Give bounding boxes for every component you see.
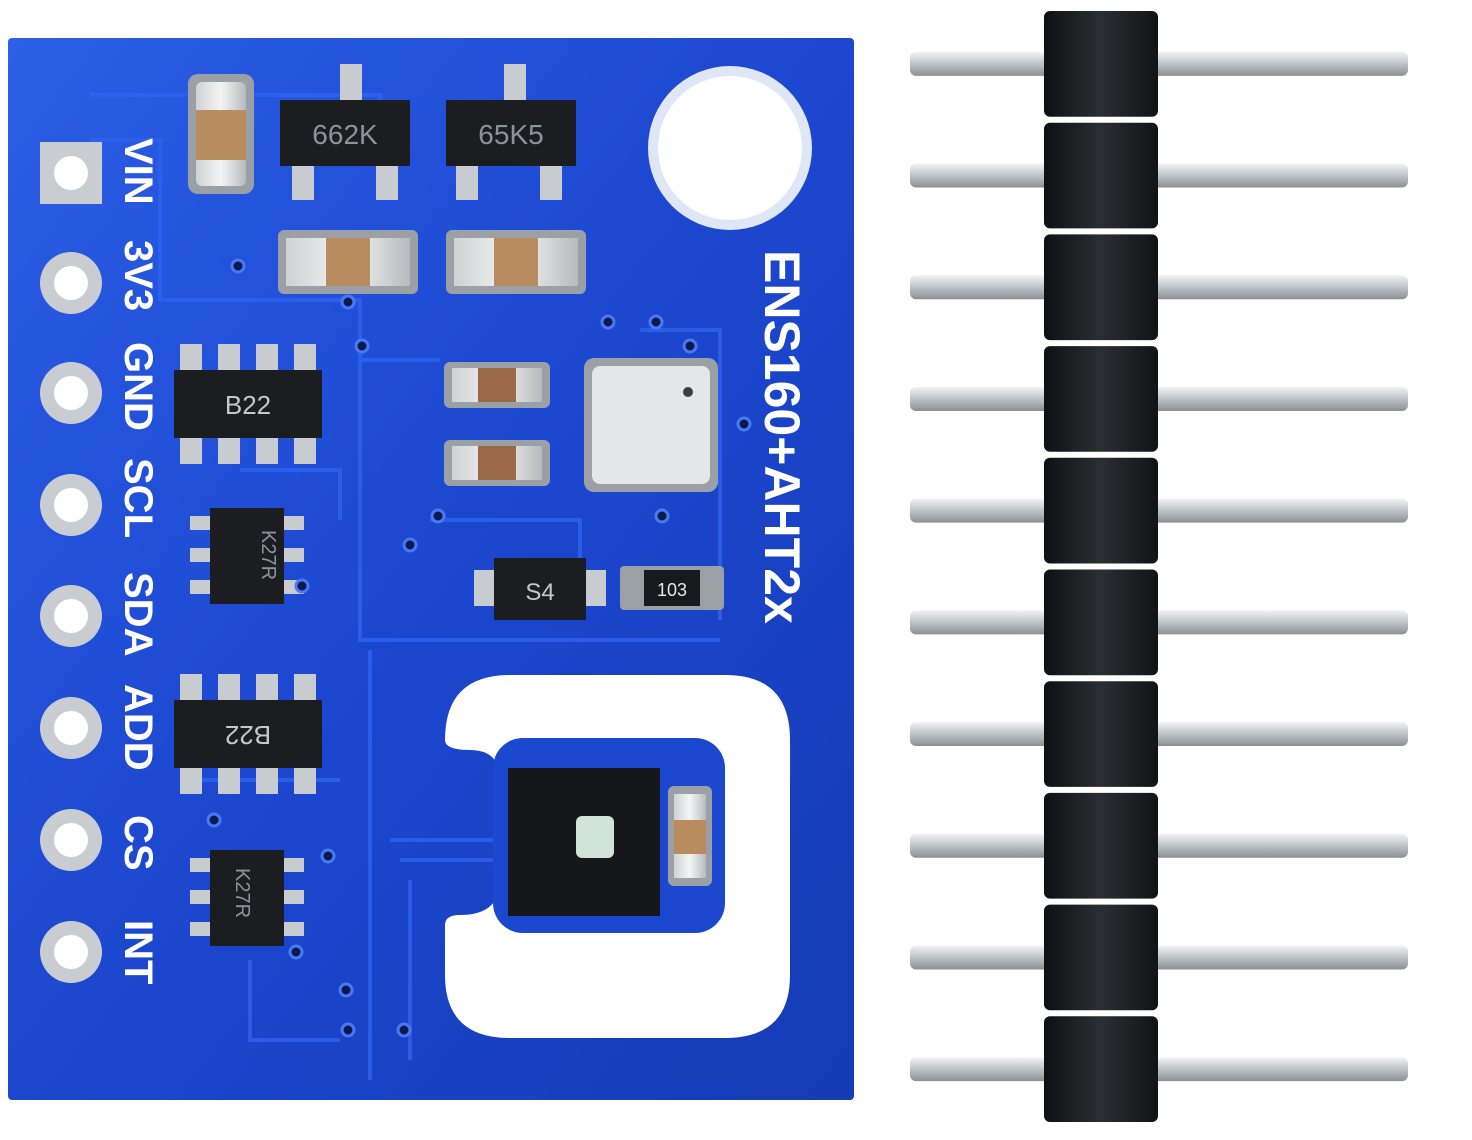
capacitor-top-left xyxy=(188,74,254,194)
header-pin xyxy=(910,1057,1408,1082)
header-pins xyxy=(910,51,1408,1082)
resistor-array-bottom: B22 xyxy=(174,674,322,794)
product-label: ENS160+AHT2x xyxy=(754,250,810,624)
mosfet-top: K27R xyxy=(190,508,304,604)
header-pin xyxy=(910,275,1408,300)
resistor-array-bottom-marking: B22 xyxy=(225,720,271,750)
regulator-left: 662K xyxy=(280,64,410,200)
header-block xyxy=(1044,569,1158,676)
header-pin xyxy=(910,722,1408,747)
resistor-array-top: B22 xyxy=(174,344,322,464)
mosfet-bottom-marking: K27R xyxy=(231,868,253,918)
header-pin xyxy=(910,386,1408,411)
resistor-marking: 103 xyxy=(657,580,687,600)
pin-pads xyxy=(40,142,102,983)
header-block xyxy=(1044,792,1158,899)
pin-label-cs: CS xyxy=(116,815,160,871)
diode-marking: S4 xyxy=(525,579,554,606)
header-block xyxy=(1044,1016,1158,1122)
header-pin xyxy=(910,833,1408,858)
pin-label-sda: SDA xyxy=(116,572,160,656)
small-capacitors xyxy=(444,362,550,486)
pin-label-add: ADD xyxy=(116,684,160,771)
pin-header xyxy=(910,11,1408,1122)
pin-label-int: INT xyxy=(116,920,160,984)
regulator-right-marking: 65K5 xyxy=(478,119,543,150)
header-block xyxy=(1044,122,1158,229)
capacitor-row xyxy=(278,230,586,294)
header-block xyxy=(1044,346,1158,452)
header-block xyxy=(1044,11,1158,117)
ens160-sensor xyxy=(584,358,718,492)
header-pin xyxy=(910,163,1408,188)
header-pin xyxy=(910,498,1408,523)
diode: S4 xyxy=(474,558,606,620)
header-block xyxy=(1044,681,1158,787)
mosfet-top-marking: K27R xyxy=(257,530,279,580)
aht2x-sensor xyxy=(508,768,712,916)
header-pin xyxy=(910,945,1408,970)
pin-label-scl: SCL xyxy=(116,458,160,538)
pin-label-group: VIN 3V3 GND SCL SDA ADD CS INT xyxy=(116,138,160,984)
vias xyxy=(206,258,752,1038)
header-block xyxy=(1044,234,1158,341)
pin-label-3v3: 3V3 xyxy=(116,240,160,311)
header-pin xyxy=(910,51,1408,76)
mosfet-bottom: K27R xyxy=(190,850,304,946)
resistor-array-top-marking: B22 xyxy=(225,390,271,420)
header-block xyxy=(1044,904,1158,1011)
header-pin xyxy=(910,610,1408,635)
pcb-board: VIN 3V3 GND SCL SDA ADD CS INT ENS160+AH… xyxy=(8,38,854,1100)
header-block xyxy=(1044,457,1158,564)
regulator-right: 65K5 xyxy=(446,64,576,200)
header-plastic-blocks xyxy=(1044,11,1158,1122)
pin-label-vin: VIN xyxy=(116,138,160,205)
pin-label-gnd: GND xyxy=(116,342,160,431)
regulator-left-marking: 662K xyxy=(312,119,378,150)
resistor-103: 103 xyxy=(620,566,724,610)
